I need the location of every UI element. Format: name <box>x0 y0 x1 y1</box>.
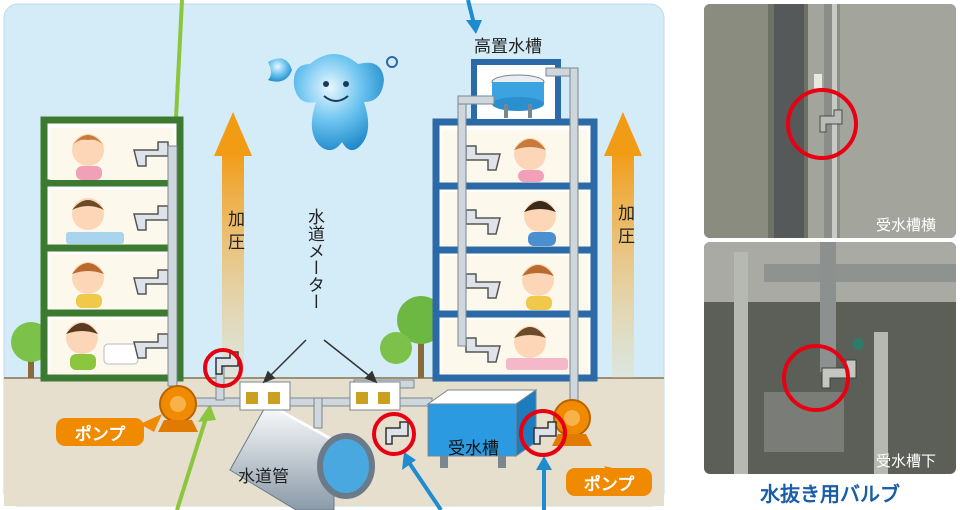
person-left-floor1 <box>66 322 139 370</box>
person-right-floor1 <box>506 326 568 370</box>
drain-valve-title: 水抜き用バルブ <box>760 482 900 506</box>
pointer-line-top-left <box>174 0 184 119</box>
pump-label-left: ポンプ <box>56 418 144 446</box>
water-main-pipe <box>229 401 375 510</box>
water-mascot <box>268 54 398 151</box>
person-right-floor2 <box>522 264 554 310</box>
photo-bottom-highlight <box>782 344 850 412</box>
photo-tank-bottom <box>704 242 956 474</box>
meter-pointer-lines <box>262 339 378 384</box>
pump-left <box>158 385 198 432</box>
pump-tag-pointer-left <box>140 414 162 432</box>
pointer-arrow-bottom-left <box>175 404 216 510</box>
photo-tank-side-image <box>704 4 956 238</box>
pointer-arrow-top-right <box>466 0 482 34</box>
pump-right <box>552 399 592 446</box>
person-left-floor4 <box>72 134 104 180</box>
person-right-floor3 <box>524 200 556 246</box>
valve-icon-3 <box>533 421 557 445</box>
pressurize-label-left: 加圧 <box>224 210 244 256</box>
water-meter-label: 水道メーター <box>304 208 324 310</box>
pump-label-right: ポンプ <box>566 468 652 496</box>
pressurize-arrow-right <box>604 112 642 378</box>
water-meter-right <box>349 381 401 411</box>
pointer-arrow-bottom-right <box>536 456 552 510</box>
water-pipe-label: 水道管 <box>238 467 289 487</box>
valve-icon-2 <box>385 421 409 445</box>
photo-top-highlight <box>786 88 858 160</box>
receiving-tank <box>426 389 538 468</box>
valve-icon-1 <box>215 351 239 375</box>
pressurize-arrow-left <box>214 112 252 378</box>
photo-tank-side <box>704 4 956 238</box>
faucet-right-floor1 <box>465 337 501 363</box>
person-left-floor2 <box>72 262 104 308</box>
riser-pipe-left <box>167 145 178 387</box>
receiving-tank-label: 受水槽 <box>448 439 499 459</box>
person-left-floor3 <box>66 198 124 244</box>
photo-bottom-caption: 受水槽下 <box>876 452 937 470</box>
elevated-tank <box>491 74 545 118</box>
highlight-circle-1 <box>203 348 243 388</box>
person-right-floor4 <box>514 138 546 182</box>
photo-top-caption: 受水槽横 <box>876 216 937 234</box>
pressurize-label-right: 加圧 <box>614 204 634 250</box>
photo-tank-bottom-image <box>704 242 956 474</box>
pointer-arrow-bottom-mid <box>402 452 443 510</box>
riser-pipe-right <box>457 67 579 409</box>
highlight-circle-3 <box>519 409 567 457</box>
highlight-circle-2 <box>372 412 416 456</box>
elevated-tank-label: 高置水槽 <box>474 37 542 57</box>
water-meter-left <box>239 381 291 411</box>
